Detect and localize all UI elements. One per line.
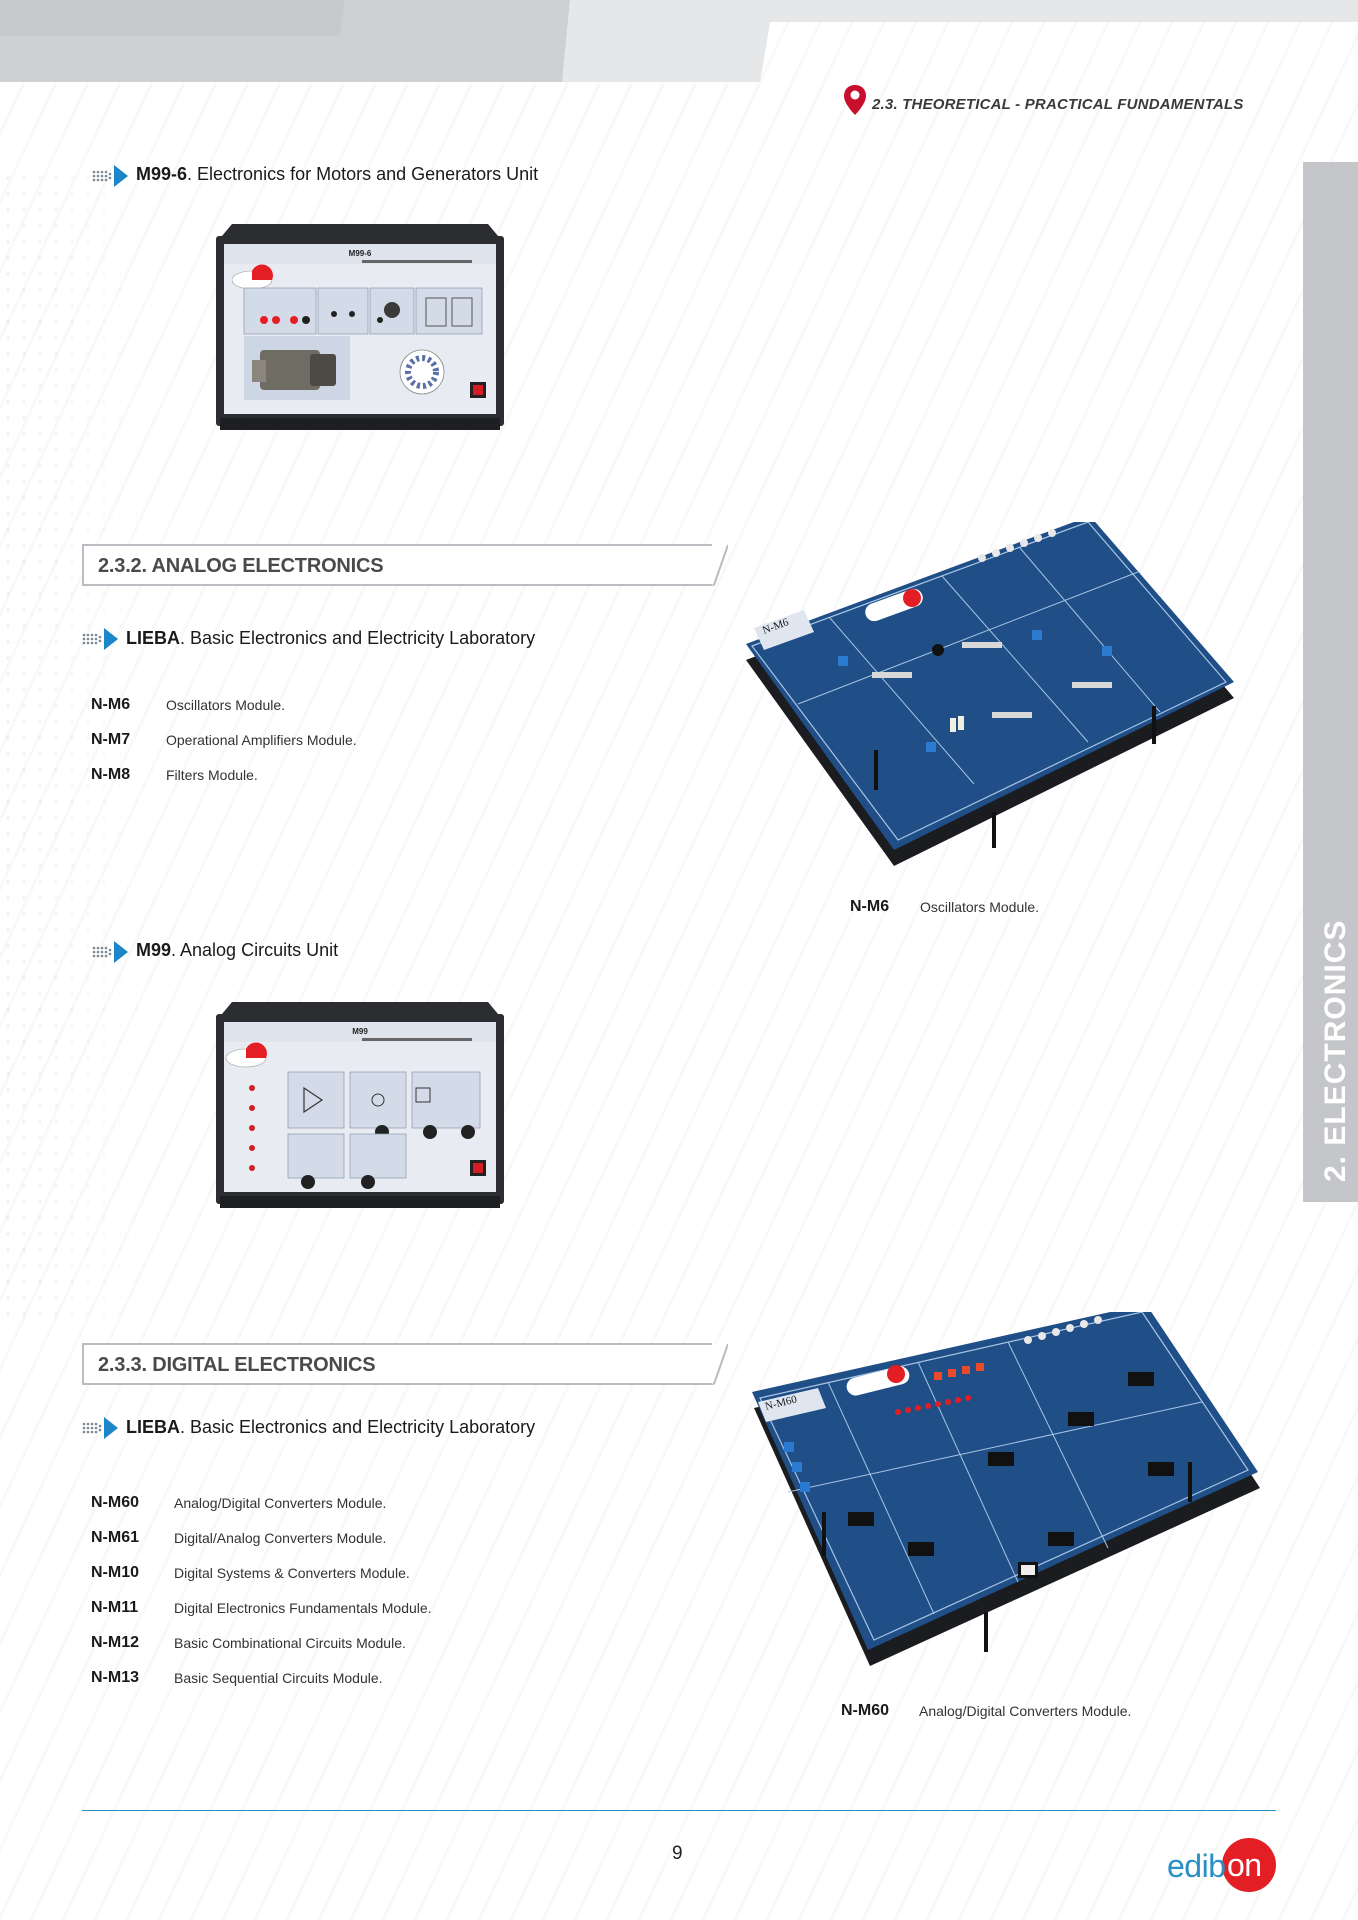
module-desc: Filters Module.	[166, 767, 258, 783]
module-desc: Oscillators Module.	[166, 697, 286, 713]
bullet-arrow-icon	[82, 628, 118, 650]
module-desc: Basic Sequential Circuits Module.	[174, 1670, 383, 1686]
edibon-logo-circle: on	[1222, 1838, 1276, 1892]
module-desc: Digital Systems & Converters Module.	[174, 1565, 410, 1581]
background-dots	[0, 170, 170, 1320]
module-code: N-M60	[91, 1494, 140, 1511]
lab-code: LIEBA	[126, 628, 180, 648]
section-header-label: 2.3. THEORETICAL - PRACTICAL FUNDAMENTAL…	[872, 96, 1244, 113]
module-code: N-M61	[91, 1529, 140, 1546]
side-tab-label: 2. ELECTRONICS	[1319, 919, 1352, 1182]
module-code: N-M13	[91, 1669, 140, 1686]
unit-title-m99: M99. Analog Circuits Unit	[136, 940, 338, 961]
lab-name: . Basic Electronics and Electricity Labo…	[180, 1417, 536, 1437]
bullet-arrow-icon	[82, 1417, 118, 1439]
panel-label: M99-6	[349, 249, 372, 258]
unit-name: . Analog Circuits Unit	[171, 940, 339, 960]
module-code: N-M11	[91, 1599, 139, 1616]
module-code: N-M7	[91, 731, 131, 748]
section-header-analog: 2.3.2. ANALOG ELECTRONICS	[82, 544, 728, 586]
unit-code: M99-6	[136, 164, 188, 184]
side-tab	[1303, 162, 1358, 1202]
caption-desc: Oscillators Module.	[920, 899, 1040, 915]
module-code: N-M6	[91, 696, 131, 713]
logo-left: edib	[1167, 1848, 1226, 1884]
edibon-logo: edib	[1167, 1848, 1226, 1885]
lab-name: . Basic Electronics and Electricity Labo…	[180, 628, 536, 648]
unit-title-m99-6: M99-6. Electronics for Motors and Genera…	[136, 164, 538, 185]
section-title: 2.3.2. ANALOG ELECTRONICS	[98, 555, 384, 577]
section-header-digital: 2.3.3. DIGITAL ELECTRONICS	[82, 1343, 728, 1385]
bullet-arrow-icon	[92, 165, 128, 187]
m99-device-image: M99	[216, 1002, 504, 1208]
top-band	[0, 0, 1358, 82]
module-desc: Basic Combinational Circuits Module.	[174, 1635, 406, 1651]
footer-divider	[82, 1810, 1276, 1811]
logo-right: on	[1227, 1847, 1262, 1883]
unit-name: . Electronics for Motors and Generators …	[187, 164, 539, 184]
module-desc: Analog/Digital Converters Module.	[174, 1495, 387, 1511]
n-m60-board-image: N-M60	[752, 1312, 1260, 1666]
section-header-slant	[712, 1343, 728, 1385]
location-pin-icon	[844, 85, 866, 115]
module-code: N-M8	[91, 766, 131, 783]
module-desc: Digital Electronics Fundamentals Module.	[174, 1600, 432, 1616]
lab-title-analog: LIEBA. Basic Electronics and Electricity…	[126, 628, 535, 649]
panel-label: M99	[352, 1027, 368, 1036]
lab-title-digital: LIEBA. Basic Electronics and Electricity…	[126, 1417, 535, 1438]
n-m6-board-image: N-M6	[746, 522, 1234, 866]
unit-code: M99	[136, 940, 172, 960]
page-number: 9	[672, 1843, 683, 1864]
lab-code: LIEBA	[126, 1417, 180, 1437]
caption-code: N-M6	[850, 898, 890, 915]
section-title: 2.3.3. DIGITAL ELECTRONICS	[98, 1354, 376, 1376]
module-code: N-M10	[91, 1564, 140, 1581]
module-code: N-M12	[91, 1634, 140, 1651]
module-desc: Operational Amplifiers Module.	[166, 732, 357, 748]
caption-code: N-M60	[841, 1702, 890, 1719]
caption-desc: Analog/Digital Converters Module.	[919, 1703, 1132, 1719]
bullet-arrow-icon	[92, 941, 128, 963]
module-desc: Digital/Analog Converters Module.	[174, 1530, 387, 1546]
section-header-slant	[712, 544, 728, 586]
m99-6-device-image: M99-6	[216, 224, 504, 430]
